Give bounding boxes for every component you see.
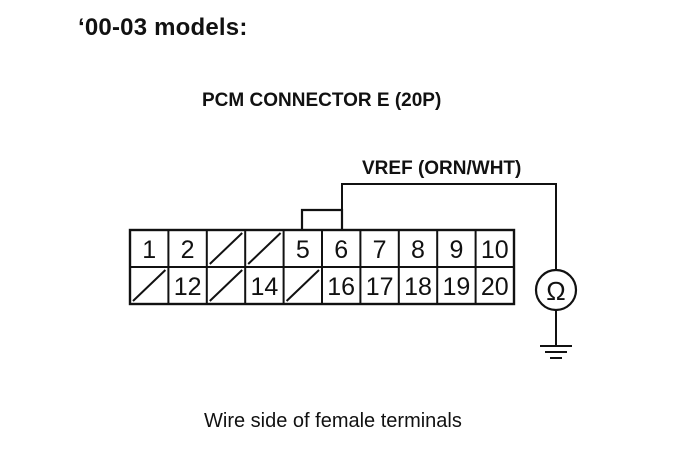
- terminal-2: 2: [181, 236, 195, 264]
- terminal-20: 20: [481, 273, 509, 301]
- terminal-18: 18: [404, 273, 432, 301]
- bottom-row-empty-cavity: [132, 269, 167, 302]
- connector-title: PCM CONNECTOR E (20P): [202, 90, 442, 111]
- terminal-5: 5: [296, 236, 310, 264]
- terminal-17: 17: [366, 273, 394, 301]
- terminal-14: 14: [250, 273, 278, 301]
- model-years-heading: ‘00-03 models:: [78, 14, 248, 41]
- terminal-7: 7: [373, 236, 387, 264]
- terminal-10: 10: [481, 236, 509, 264]
- wire-label: VREF (ORN/WHT): [362, 158, 522, 179]
- terminal-19: 19: [442, 273, 470, 301]
- terminal-9: 9: [449, 236, 463, 264]
- terminal-6: 6: [334, 236, 348, 264]
- connector-lock-tab: [300, 208, 344, 230]
- terminal-1: 1: [142, 236, 156, 264]
- top-row-empty-cavity: [209, 232, 243, 265]
- diagram-caption: Wire side of female terminals: [204, 410, 462, 432]
- terminal-16: 16: [327, 273, 355, 301]
- bottom-row-empty-cavity: [285, 269, 320, 302]
- terminal-12: 12: [174, 273, 202, 301]
- ground-icon: [540, 345, 572, 359]
- top-row-empty-cavity: [247, 232, 282, 265]
- terminal-8: 8: [411, 236, 425, 264]
- probe-wire: [341, 183, 557, 270]
- bottom-row-empty-cavity: [209, 269, 243, 302]
- ohm-symbol: Ω: [546, 276, 565, 306]
